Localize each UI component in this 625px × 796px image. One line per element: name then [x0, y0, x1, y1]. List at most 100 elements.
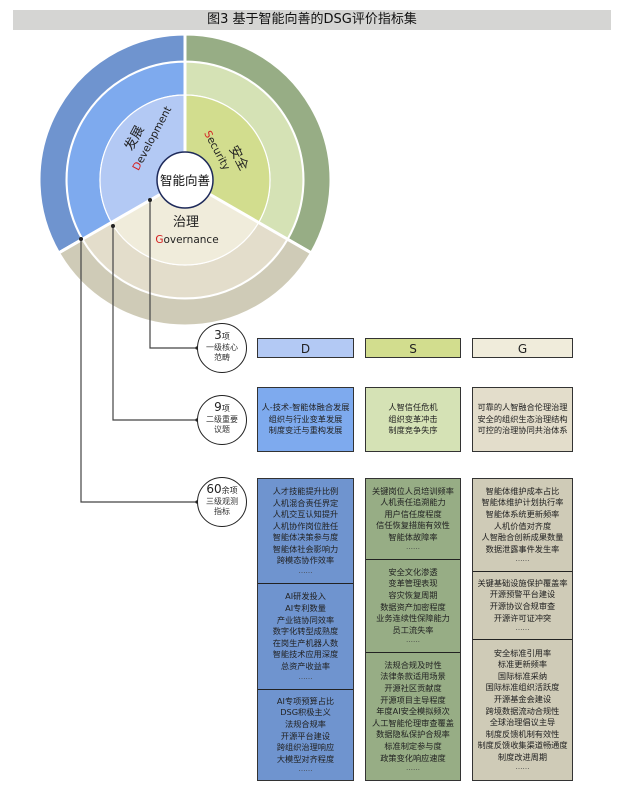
indicator-item: 跨组织治理响应	[276, 742, 335, 753]
indicator-item: 人机协作岗位胜任	[272, 520, 339, 531]
ellipsis-more: ……	[515, 555, 530, 564]
sector-label-governance: 治理	[173, 215, 199, 230]
indicator-item: 智能体维护成本占比	[485, 485, 560, 496]
indicator-item: 智能体维护计划执行率	[481, 497, 564, 508]
indicator-group: 人才技能提升比例人机混合责任界定人机交互认知提升人机协作岗位胜任智能体决策参与度…	[258, 479, 353, 583]
indicator-item: 人机混合责任界定	[272, 497, 339, 508]
indicator-item: 智能体系统更新频率	[485, 508, 560, 519]
level2-box-g: 可靠的人智融合伦理治理 安全的组织生态治理结构 可控的治理协同共治体系	[472, 387, 573, 452]
level-label: 二级重要	[206, 415, 238, 424]
indicator-item: 智能技术应用深度	[272, 649, 339, 660]
indicator-item: 制度反馈机制有效性	[485, 728, 560, 739]
ellipsis-more: ……	[515, 624, 530, 633]
level-count: 9项	[214, 400, 230, 414]
indicator-group: 安全文化渗透变革管理表现容灾恢复周期数据资产加密程度业务连续性保障能力员工流失率…	[366, 559, 460, 652]
level2-box-s: 人智信任危机 组织变革冲击 制度竞争失序	[365, 387, 461, 452]
indicator-item: 变革管理表现	[388, 578, 438, 589]
indicator-item: 业务连续性保障能力	[376, 613, 450, 624]
ellipsis-more: ……	[515, 763, 530, 772]
ring-segment-inner-governance	[110, 179, 260, 266]
indicator-item: 人才技能提升比例	[272, 485, 339, 496]
indicator-item: 关键基础设施保护覆盖率	[477, 577, 568, 588]
ellipsis-more: ……	[298, 567, 313, 576]
indicator-item: 政策变化响应速度	[380, 752, 446, 763]
level1-box-g: G	[472, 338, 573, 358]
indicator-item: AI研发投入	[285, 591, 326, 602]
indicator-item: 数据泄露事件发生率	[485, 543, 560, 554]
indicator-item: 智能体决策参与度	[272, 532, 339, 543]
indicator-item: 安全标准引用率	[493, 647, 552, 658]
indicator-item: 人机责任追溯能力	[380, 497, 446, 508]
indicator-group: 关键岗位人员培训频率人机责任追溯能力用户信任度程度信任恢复措施有效性智能体故障率…	[366, 479, 460, 559]
indicator-item: 产业链协同效率	[276, 614, 335, 625]
indicator-item: 制度反馈收集渠道畅通度	[477, 740, 568, 751]
indicator-group: 关键基础设施保护覆盖率开源预警平台建设开源协议合规审查开源许可证冲突……	[473, 571, 572, 639]
issue-item: 可控的治理协同共治体系	[477, 425, 568, 436]
level-label: 一级核心	[206, 343, 238, 352]
indicator-item: 全球治理倡议主导	[489, 717, 556, 728]
indicator-item: 安全文化渗透	[388, 566, 438, 577]
issue-item: 组织变革冲击	[388, 413, 438, 424]
level-badge-1: 3项 一级核心 范畴	[197, 323, 247, 373]
indicator-item: 数据隐私保护合规率	[376, 729, 450, 740]
issue-item: 人智信任危机	[388, 402, 438, 413]
level1-box-d: D	[257, 338, 354, 358]
indicator-item: 法规合规及时性	[384, 659, 442, 670]
ellipsis-more: ……	[298, 765, 313, 774]
level-label: 指标	[214, 507, 230, 516]
connectors	[80, 200, 197, 503]
indicator-item: 开源许可证冲突	[493, 612, 552, 623]
level3-column-d: 人才技能提升比例人机混合责任界定人机交互认知提升人机协作岗位胜任智能体决策参与度…	[257, 478, 354, 781]
indicator-item: 大模型对齐程度	[276, 753, 335, 764]
indicator-item: 开源项目主导程度	[380, 694, 446, 705]
indicator-item: DSG积极主义	[280, 707, 331, 718]
indicator-item: 开源基金会建设	[493, 693, 552, 704]
indicator-item: 智能体故障率	[388, 531, 438, 542]
indicator-item: 人智融合创新成果数量	[481, 532, 564, 543]
indicator-item: 总资产收益率	[280, 660, 331, 671]
indicator-item: 员工流失率	[392, 624, 434, 635]
figure-title: 图3 基于智能向善的DSG评价指标集	[13, 10, 611, 30]
level-badge-3: 60余项 三级观测 指标	[197, 477, 247, 527]
issue-item: 人-技术-智能体融合发展	[261, 402, 350, 413]
issue-item: 可靠的人智融合伦理治理	[477, 402, 568, 413]
indicator-item: 国际标准采纳	[497, 670, 548, 681]
connector-level1	[149, 200, 197, 349]
indicator-item: 信任恢复措施有效性	[376, 520, 450, 531]
connector-level3	[80, 239, 197, 503]
indicator-group: 安全标准引用率标准更新频率国际标准采纳国际标准组织活跃度开源基金会建设跨境数据流…	[473, 639, 572, 780]
issue-item: 安全的组织生态治理结构	[477, 413, 568, 424]
indicator-item: 开源社区贡献度	[384, 683, 442, 694]
indicator-item: 数字化转型成熟度	[272, 626, 339, 637]
indicator-item: 人机价值对齐度	[493, 520, 552, 531]
indicator-item: AI专利数量	[285, 603, 326, 614]
level-count: 60余项	[206, 482, 238, 496]
indicator-item: 跨模态协作效率	[276, 555, 335, 566]
issue-item: 组织与行业变革发展	[268, 413, 343, 424]
level3-column-s: 关键岗位人员培训频率人机责任追溯能力用户信任度程度信任恢复措施有效性智能体故障率…	[365, 478, 461, 781]
level2-box-d: 人-技术-智能体融合发展 组织与行业变革发展 制度变迁与重构发展	[257, 387, 354, 452]
level-count: 3项	[214, 328, 230, 342]
indicator-item: 跨境数据流动合规性	[485, 705, 560, 716]
connector-level2	[112, 226, 197, 421]
indicator-item: 容灾恢复周期	[388, 589, 438, 600]
ellipsis-more: ……	[298, 672, 313, 681]
indicator-item: 人机交互认知提升	[272, 509, 339, 520]
indicator-item: 用户信任度程度	[384, 508, 442, 519]
level-label: 范畴	[214, 353, 230, 362]
level3-column-g: 智能体维护成本占比智能体维护计划执行率智能体系统更新频率人机价值对齐度人智融合创…	[472, 478, 573, 781]
indicator-item: 开源协议合规审查	[489, 601, 556, 611]
ellipsis-more: ……	[406, 764, 420, 773]
issue-item: 制度竞争失序	[388, 425, 438, 436]
level-label: 议题	[214, 425, 230, 434]
indicator-item: 开源平台建设	[280, 730, 331, 741]
indicator-item: 法律条款适用场景	[380, 671, 446, 682]
indicator-item: 人工智能伦理审查覆盖	[372, 717, 454, 728]
indicator-item: 国际标准组织活跃度	[485, 682, 560, 693]
ellipsis-more: ……	[406, 636, 420, 645]
indicator-item: 制度改进周期	[497, 751, 548, 762]
indicator-item: AI专项预算占比	[276, 695, 335, 706]
